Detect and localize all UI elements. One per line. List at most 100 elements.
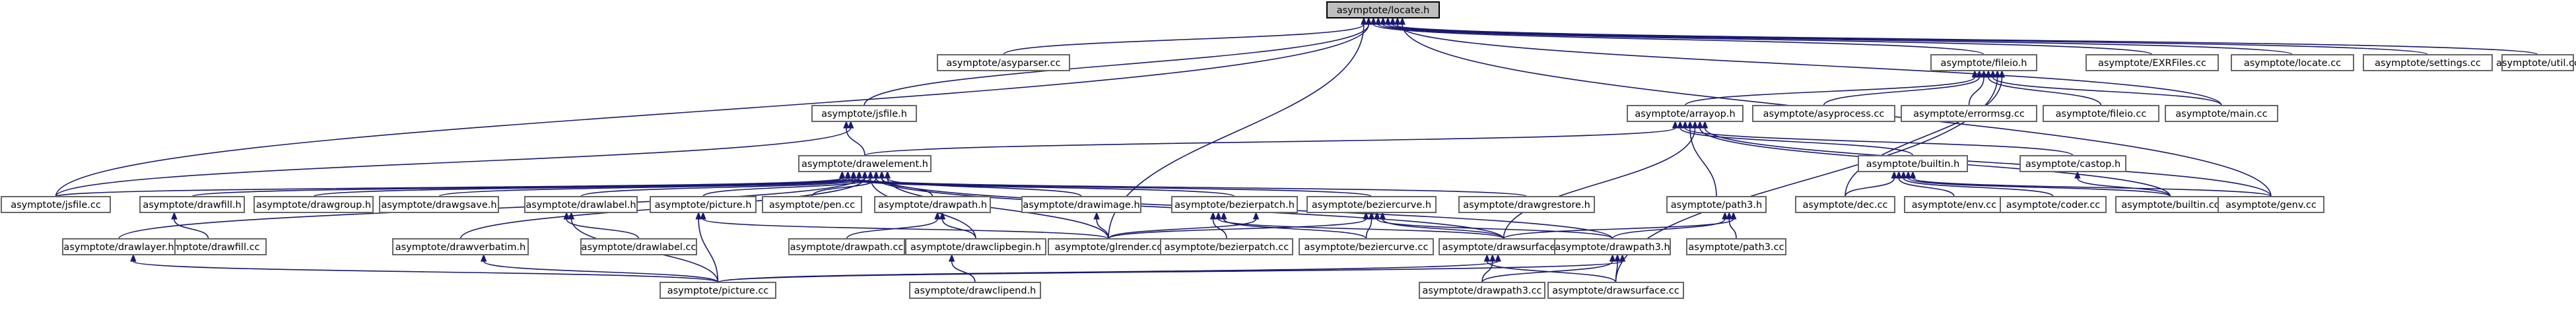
node-arrayop-h[interactable]: asymptote/arrayop.h [1627, 105, 1744, 122]
node-exrfiles-cc[interactable]: asymptote/EXRFiles.cc [2085, 54, 2219, 71]
node-drawpath-cc[interactable]: asymptote/drawpath.cc [788, 238, 905, 255]
node-drawclipend-h[interactable]: asymptote/drawclipend.h [909, 282, 1041, 299]
node-locate-cc[interactable]: asymptote/locate.cc [2231, 54, 2354, 71]
node-builtin-cc[interactable]: asymptote/builtin.cc [2115, 196, 2225, 213]
edge-arrowhead [1619, 253, 1626, 262]
edge-arrowhead [1726, 211, 1733, 220]
node-label: asymptote/locate.h [1337, 5, 1430, 16]
node-box [1686, 238, 1786, 255]
node-bezierpatch-h[interactable]: asymptote/bezierpatch.h [1171, 196, 1298, 213]
node-label: asymptote/drawclipbegin.h [910, 242, 1041, 253]
node-errormsg-cc[interactable]: asymptote/errormsg.cc [1901, 105, 2037, 122]
edge-arrowhead [1374, 211, 1380, 220]
node-label: asymptote/drawpath3.h [1555, 242, 1670, 253]
edge-line [1845, 77, 2003, 197]
node-drawlabel-cc[interactable]: asymptote/drawlabel.cc [580, 238, 697, 255]
edge-line [1689, 127, 1717, 197]
edge-arrowhead [1981, 69, 1987, 78]
node-label: asymptote/bezierpatch.cc [1165, 242, 1289, 253]
node-label: asymptote/path3.h [1671, 200, 1762, 210]
node-box [392, 238, 529, 255]
node-box [1627, 105, 1744, 122]
edge-fileio_h-to-locate_h [1370, 16, 1984, 55]
edge-picture_cc-to-picture_h [695, 211, 719, 283]
node-jsfile-cc[interactable]: asymptote/jsfile.cc [1, 196, 111, 213]
edge-drawelement_h-to-arrayop_h [864, 120, 1679, 156]
edge-dec_cc-to-builtin_h [1845, 170, 1897, 197]
node-path3-cc[interactable]: asymptote/path3.cc [1686, 238, 1786, 255]
edge-beziercurve_h-to-drawelement_h [844, 170, 1373, 197]
node-box [1306, 196, 1437, 213]
edge-line [1912, 177, 2272, 197]
edge-arrowhead [1379, 211, 1386, 220]
edge-drawpath_cc-to-drawpath_h [846, 211, 941, 240]
edge-arrowhead [1220, 211, 1227, 220]
node-drawsurface-cc[interactable]: asymptote/drawsurface.cc [1547, 282, 1684, 299]
edge-arrowhead [878, 170, 885, 179]
node-drawgrestore-h[interactable]: asymptote/drawgrestore.h [1458, 196, 1595, 213]
node-picture-cc[interactable]: asymptote/picture.cc [660, 282, 776, 299]
node-drawlabel-h[interactable]: asymptote/drawlabel.h [524, 196, 638, 213]
edge-line [580, 177, 865, 197]
node-fileio-cc[interactable]: asymptote/fileio.cc [2043, 105, 2159, 122]
node-path3-h[interactable]: asymptote/path3.h [1666, 196, 1767, 213]
node-dec-cc[interactable]: asymptote/dec.cc [1795, 196, 1895, 213]
node-drawimage-h[interactable]: asymptote/drawimage.h [1021, 196, 1141, 213]
edge-line [887, 177, 1082, 197]
node-glrender-cc[interactable]: asymptote/glrender.cc [1048, 238, 1169, 255]
edge-arrowhead [856, 170, 863, 179]
node-drawlayer-h[interactable]: asymptote/drawlayer.h [62, 238, 176, 255]
edge-line [853, 177, 1528, 197]
edge-drawfill_h-to-drawelement_h [191, 170, 852, 197]
node-util-cc[interactable]: asymptote/util.cc [2496, 54, 2576, 71]
edge-arrowhead [568, 211, 575, 220]
edge-drawpath3_cc-to-drawsurface_h [1481, 253, 1496, 283]
node-drawpath3-h[interactable]: asymptote/drawpath3.h [1554, 238, 1671, 255]
node-label: asymptote/pen.cc [769, 200, 855, 210]
node-label: asymptote/drawfill.h [143, 200, 241, 210]
node-drawgroup-h[interactable]: asymptote/drawgroup.h [254, 196, 374, 213]
node-picture-h[interactable]: asymptote/picture.h [650, 196, 757, 213]
edge-line [1615, 261, 1618, 283]
node-builtin-h[interactable]: asymptote/builtin.h [1858, 155, 1968, 172]
edge-settings_cc-to-locate_h [1384, 16, 2429, 55]
edge-glrender_cc-to-beziercurve_h [1108, 211, 1369, 240]
node-box [1, 196, 111, 213]
edge-drawsurface_h-to-arrayop_h [1503, 120, 1699, 240]
node-bezierpatch-cc[interactable]: asymptote/bezierpatch.cc [1160, 238, 1293, 255]
node-castop-h[interactable]: asymptote/castop.h [2019, 155, 2126, 172]
node-drawpath3-cc[interactable]: asymptote/drawpath3.cc [1419, 282, 1545, 299]
node-fileio-h[interactable]: asymptote/fileio.h [1930, 54, 2037, 71]
node-asyprocess-cc[interactable]: asymptote/asyprocess.cc [1752, 105, 1895, 122]
edge-picture_cc-to-drawpath3_h [717, 253, 1626, 283]
node-jsfile-h[interactable]: asymptote/jsfile.h [811, 105, 917, 122]
edge-picture_cc-to-drawverbatim_h [480, 253, 719, 283]
node-asyparser-cc[interactable]: asymptote/asyparser.cc [937, 54, 1070, 71]
node-drawclipbegin-h[interactable]: asymptote/drawclipbegin.h [905, 238, 1046, 255]
node-drawelement-h[interactable]: asymptote/drawelement.h [798, 155, 932, 172]
edge-arrowhead [934, 211, 941, 220]
node-drawsurface-h[interactable]: asymptote/drawsurface.h [1439, 238, 1569, 255]
node-env-cc[interactable]: asymptote/env.cc [1904, 196, 2004, 213]
node-coder-cc[interactable]: asymptote/coder.cc [2000, 196, 2107, 213]
node-settings-cc[interactable]: asymptote/settings.cc [2363, 54, 2493, 71]
node-label: asymptote/drawgsave.h [381, 200, 496, 210]
edge-arrowhead [873, 170, 879, 179]
node-drawverbatim-h[interactable]: asymptote/drawverbatim.h [392, 238, 529, 255]
node-pen-cc[interactable]: asymptote/pen.cc [762, 196, 862, 213]
edge-line [1108, 218, 1367, 240]
edge-line [55, 127, 852, 197]
edge-line [483, 261, 719, 283]
edge-arrowhead [1681, 120, 1689, 129]
node-genv-cc[interactable]: asymptote/genv.cc [2218, 196, 2324, 213]
node-drawpath-h[interactable]: asymptote/drawpath.h [874, 196, 991, 213]
node-beziercurve-cc[interactable]: asymptote/beziercurve.cc [1299, 238, 1434, 255]
edge-line [1903, 177, 2054, 197]
edge-line [698, 218, 719, 283]
node-drawgsave-h[interactable]: asymptote/drawgsave.h [379, 196, 499, 213]
edge-exrfiles_cc-to-locate_h [1374, 16, 2153, 55]
node-main-cc[interactable]: asymptote/main.cc [2165, 105, 2278, 122]
edge-drawgsave_h-to-drawelement_h [438, 170, 863, 197]
node-drawfill-h[interactable]: asymptote/drawfill.h [139, 196, 245, 213]
node-beziercurve-h[interactable]: asymptote/beziercurve.h [1306, 196, 1437, 213]
